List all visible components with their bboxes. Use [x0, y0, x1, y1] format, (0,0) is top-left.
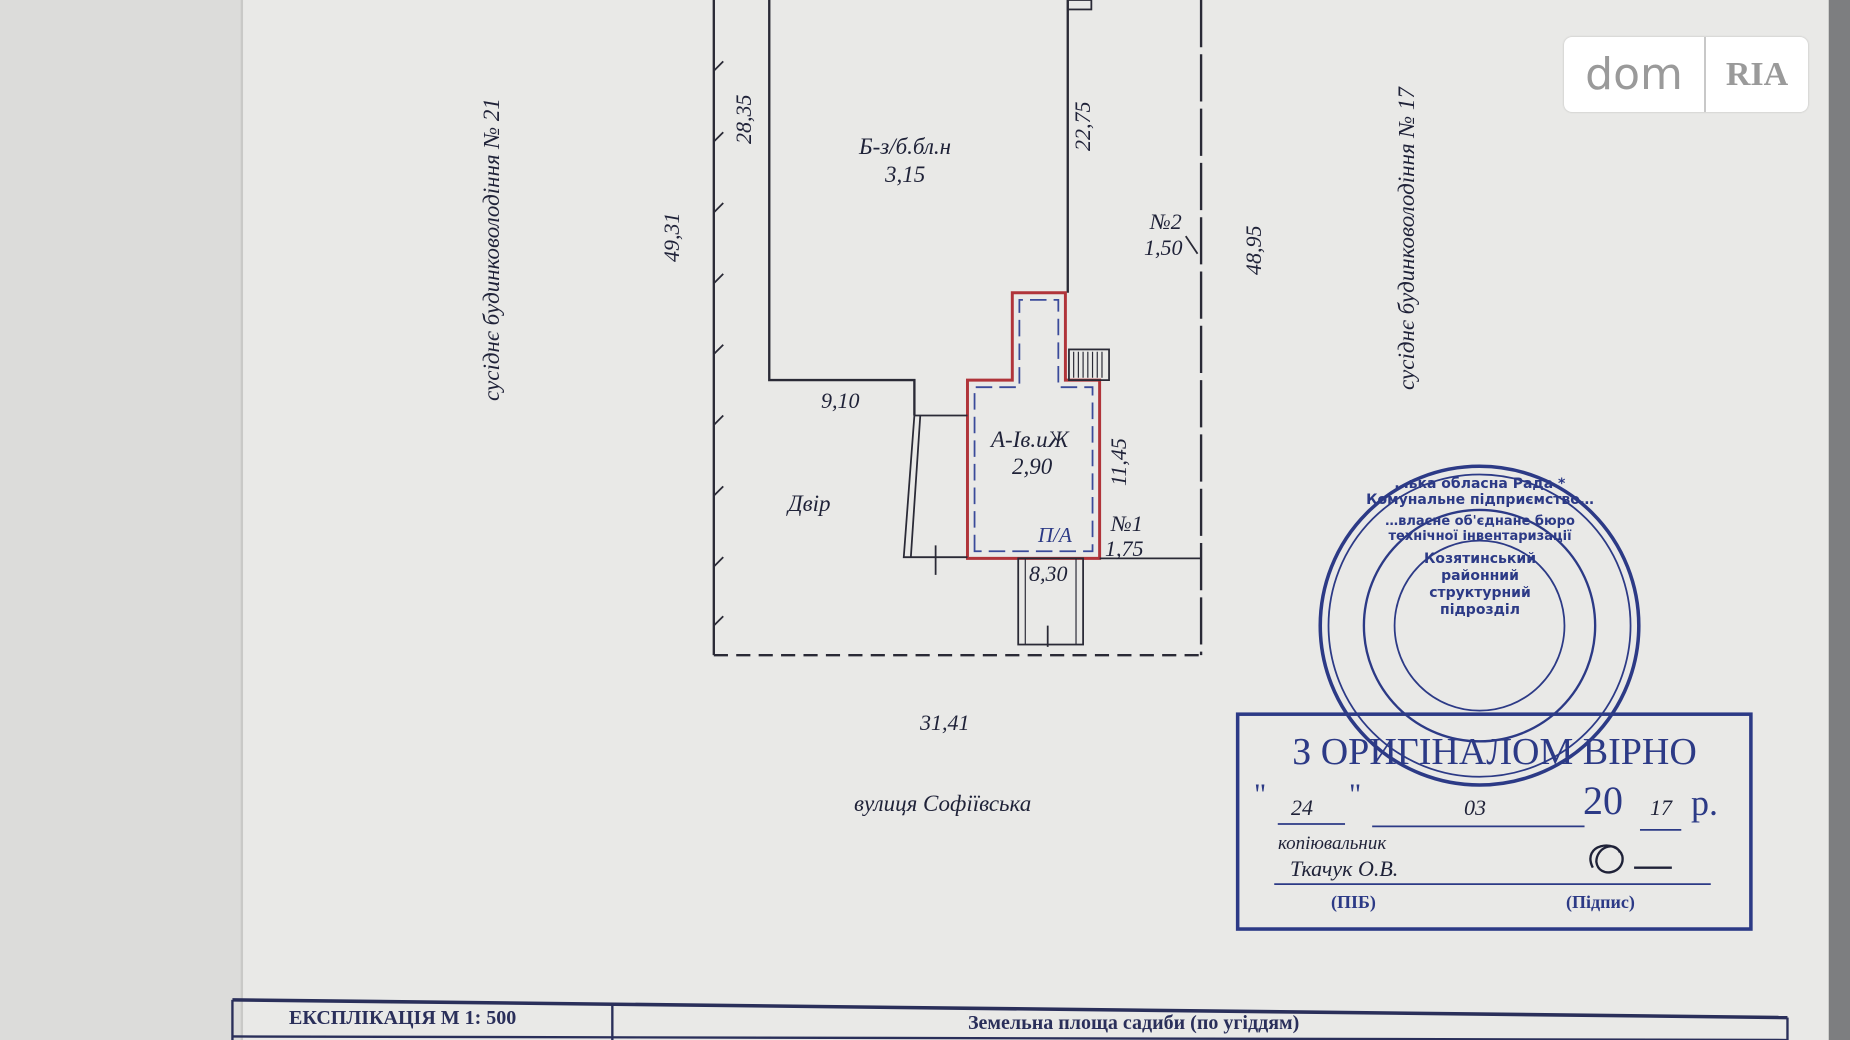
under-sheet — [0, 0, 242, 1040]
sign-caption: (Підпис) — [1566, 892, 1635, 912]
official-seal — [1318, 464, 1641, 787]
quote-mark: " — [1254, 778, 1267, 811]
item1-value: 1,75 — [1105, 536, 1144, 561]
dimension-label: 8,30 — [1029, 561, 1068, 586]
year-suffix: 17 — [1650, 795, 1672, 820]
signature — [1589, 844, 1672, 874]
building-b-outline — [768, 0, 916, 416]
land-area-header: Земельна площа садиби (по угіддям) — [968, 1012, 1300, 1034]
paper-sheet — [241, 0, 1829, 1040]
seal-center-text: районний — [1441, 568, 1519, 584]
certification-title: З ОРИГІНАЛОМ ВІРНО — [1292, 731, 1697, 773]
seal-center-text: підрозділ — [1440, 602, 1520, 618]
date-day: 24 — [1291, 795, 1313, 820]
seal-middle-text: …власне об'єднане бюро технічної інвента… — [1385, 514, 1575, 544]
logo-ria-text: RIA — [1704, 37, 1808, 112]
dimension-label: 31,41 — [920, 710, 970, 735]
seal-outer-text: …ька обласна Рада * Комунальне підприємс… — [1366, 476, 1594, 508]
explication-table — [231, 998, 1789, 1040]
dimension-label: 48,95 — [1241, 225, 1266, 276]
explication-title: ЕКСПЛІКАЦІЯ М 1: 500 — [289, 1007, 517, 1029]
item1-code: №1 — [1111, 511, 1143, 536]
entrance-porch — [1017, 557, 1084, 646]
street-label: вулиця Софіївська — [854, 791, 1032, 816]
date-month: 03 — [1464, 795, 1486, 820]
certification-stamp-frame — [1235, 712, 1753, 931]
item2-value: 1,50 — [1144, 235, 1183, 260]
dimension-label: 22,75 — [1070, 101, 1095, 152]
year-prefix: 20 — [1583, 778, 1623, 823]
logo-dom-text: dom — [1585, 49, 1683, 100]
fence-marks — [713, 60, 724, 627]
building-b-code: Б-з/б.бл.н — [859, 134, 952, 159]
copyist-name: Ткачук О.В. — [1290, 856, 1399, 881]
building-b-height: 3,15 — [885, 162, 926, 187]
seal-center-text: структурний — [1429, 585, 1531, 601]
yard-label: Двір — [788, 491, 831, 516]
stairs — [1068, 348, 1110, 381]
building-a-code: А-Ів.иЖ — [991, 427, 1069, 452]
porch-label: П/А — [1038, 523, 1072, 547]
neighbor-right-label: сусіднє будинковолодіння № 17 — [1394, 87, 1419, 390]
domria-watermark-logo: dom RIA — [1564, 37, 1808, 112]
dimension-label: 11,45 — [1106, 438, 1131, 486]
copyist-role: копіювальник — [1278, 833, 1387, 854]
neighbor-left-label: сусіднє будинковолодіння № 21 — [479, 98, 504, 401]
item2-code: №2 — [1150, 209, 1182, 234]
site-plan — [712, 0, 1203, 657]
name-caption: (ПІБ) — [1331, 892, 1376, 912]
quote-mark: " — [1349, 778, 1362, 811]
building-a-outline — [965, 291, 1102, 560]
dimension-label: 28,35 — [731, 94, 756, 145]
year-unit: р. — [1691, 783, 1718, 823]
dimension-label: 49,31 — [659, 212, 684, 263]
building-a-height: 2,90 — [1012, 454, 1053, 479]
seal-center-text: Козятинський — [1423, 551, 1537, 567]
dimension-label: 9,10 — [821, 388, 860, 413]
edge-shadow — [1828, 0, 1850, 1040]
